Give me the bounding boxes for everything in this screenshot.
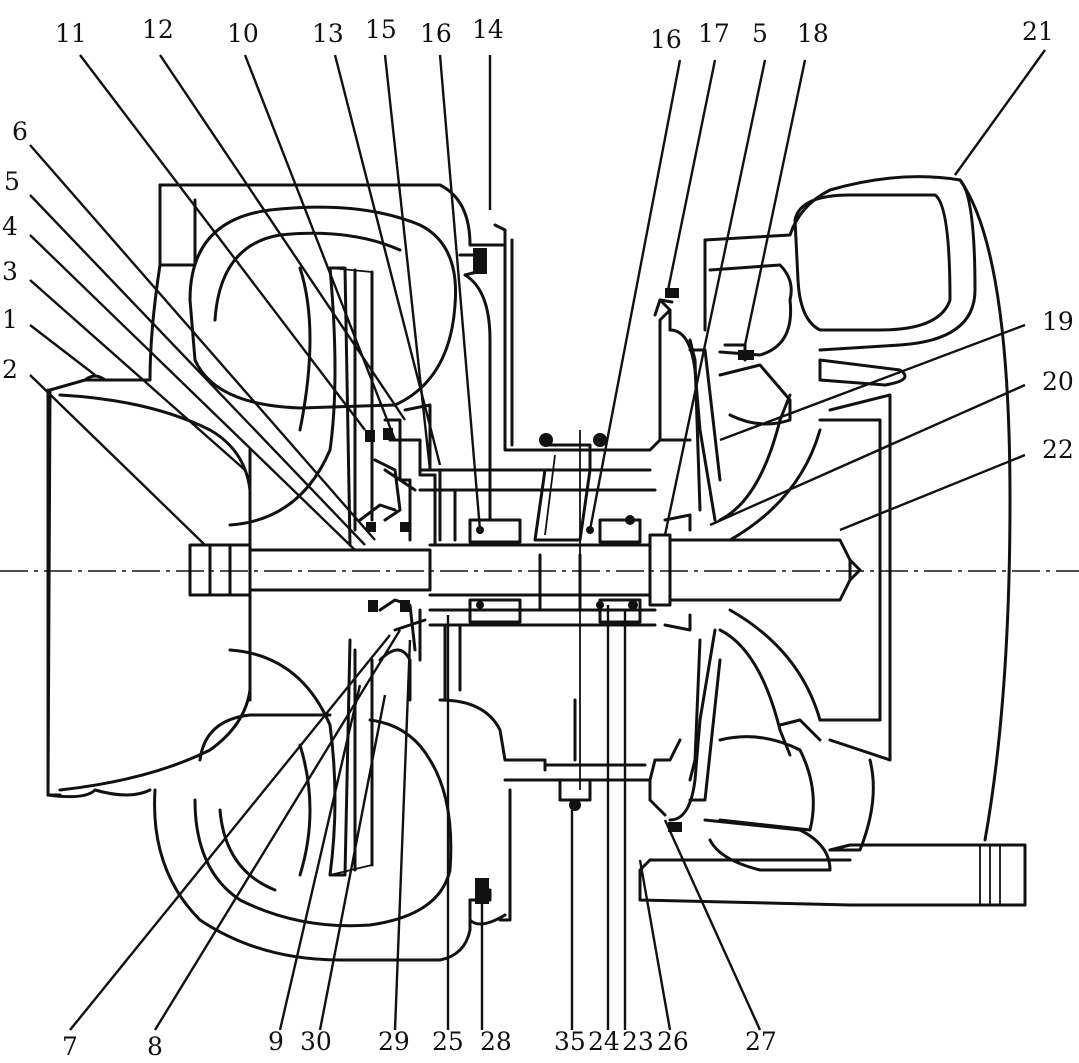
- label-1: 1: [2, 305, 18, 334]
- label-21: 21: [1022, 17, 1054, 46]
- label-3: 3: [2, 257, 18, 286]
- label-29: 29: [378, 1027, 410, 1056]
- label-16b: 16: [650, 25, 682, 54]
- leader-lines: [29, 49, 1046, 1031]
- label-4: 4: [2, 212, 18, 241]
- label-10: 10: [227, 19, 259, 48]
- label-13: 13: [312, 19, 344, 48]
- label-30: 30: [300, 1027, 332, 1056]
- label-25: 25: [432, 1027, 464, 1056]
- bearing-housing: [418, 228, 692, 926]
- label-9: 9: [268, 1027, 284, 1056]
- label-16a: 16: [420, 19, 452, 48]
- rotor-shaft: [188, 533, 862, 607]
- label-23: 23: [622, 1027, 654, 1056]
- label-2: 2: [2, 355, 18, 384]
- label-26: 26: [657, 1027, 689, 1056]
- part-number-labels: 11 12 10 13 15 16 14 16 17 5 18 21 6 5 4…: [2, 15, 1074, 1061]
- label-5-top: 5: [752, 19, 768, 48]
- label-18: 18: [797, 19, 829, 48]
- label-35: 35: [554, 1027, 586, 1056]
- label-27: 27: [745, 1027, 777, 1056]
- compressor-housing: [46, 183, 507, 962]
- label-24: 24: [588, 1027, 620, 1056]
- label-5-left: 5: [4, 167, 20, 196]
- label-14: 14: [472, 15, 504, 44]
- label-28: 28: [480, 1027, 512, 1056]
- label-20: 20: [1042, 367, 1074, 396]
- label-12: 12: [142, 15, 174, 44]
- label-8: 8: [147, 1032, 163, 1061]
- label-22: 22: [1042, 435, 1074, 464]
- label-11: 11: [55, 19, 87, 48]
- label-7: 7: [62, 1032, 78, 1061]
- turbine-housing: [638, 175, 1027, 907]
- label-17: 17: [698, 19, 730, 48]
- label-6: 6: [12, 117, 28, 146]
- label-19: 19: [1042, 307, 1074, 336]
- label-15: 15: [365, 15, 397, 44]
